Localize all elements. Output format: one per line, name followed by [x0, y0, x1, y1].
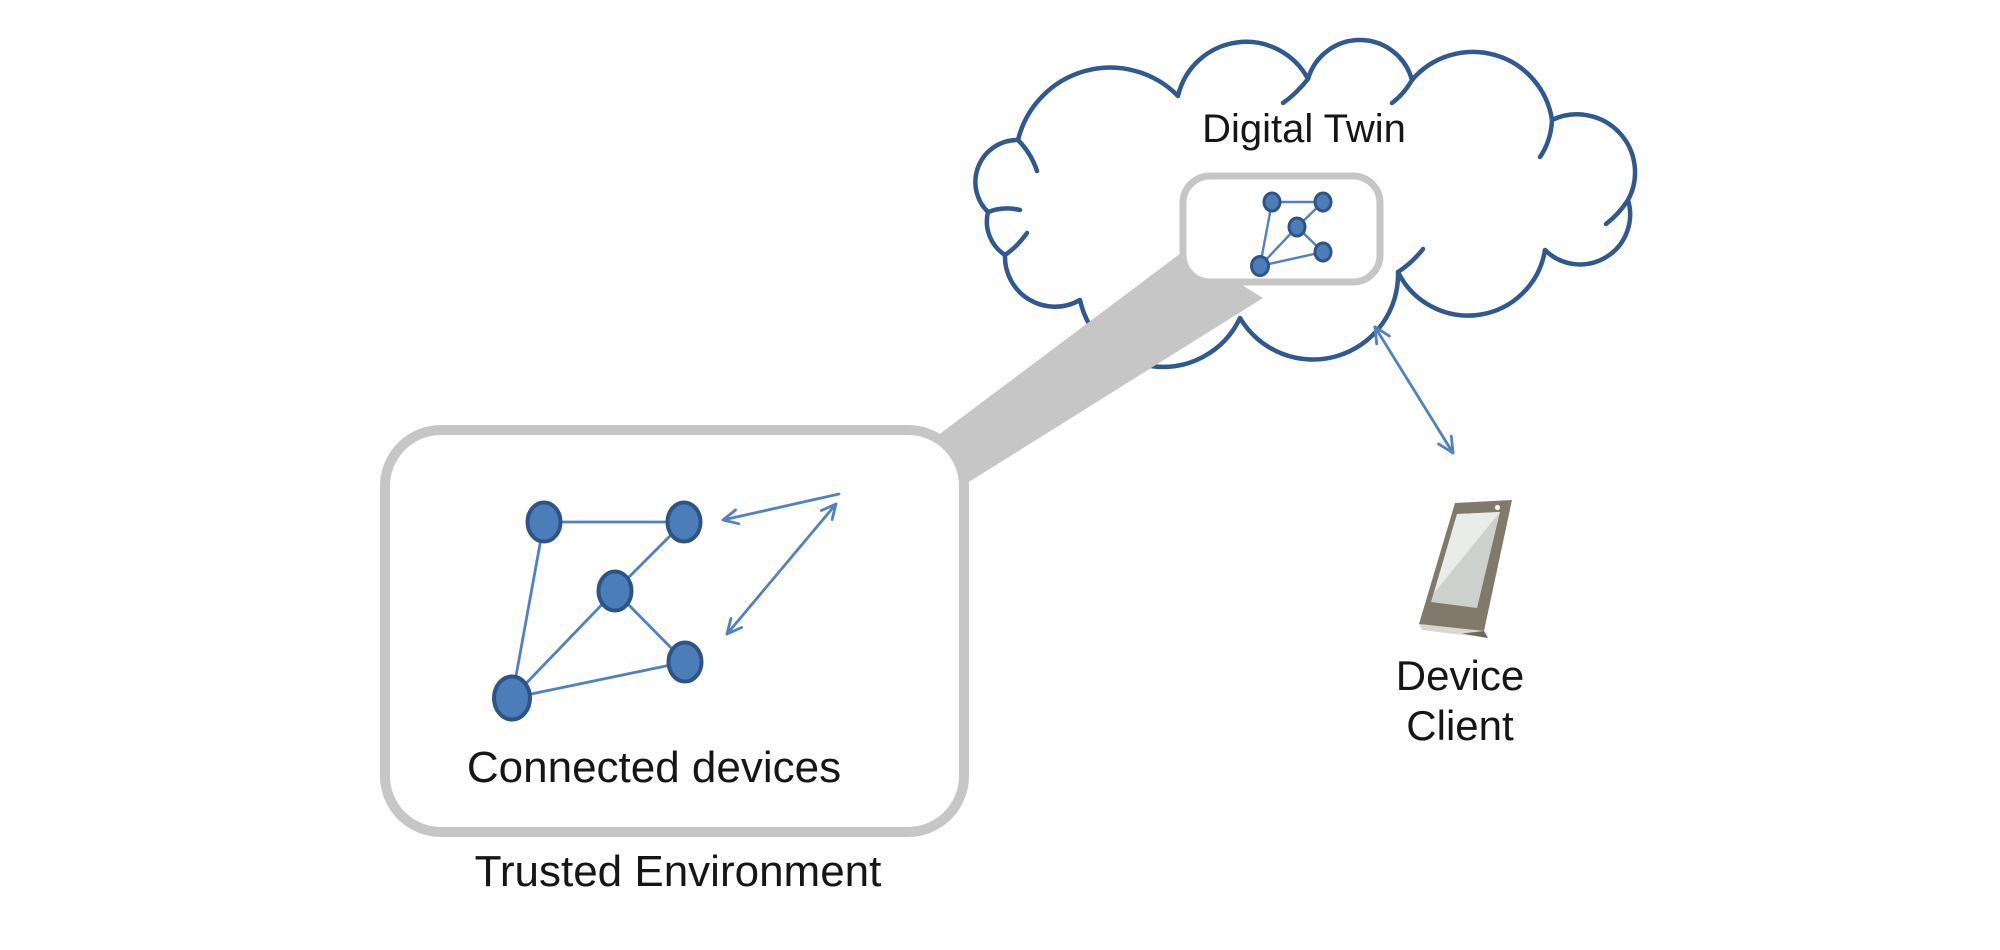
network-node [665, 500, 703, 544]
network-node [1287, 216, 1307, 238]
smartphone-icon [1419, 500, 1512, 638]
network-node [666, 640, 704, 684]
smartphone-screen-glare [1434, 512, 1500, 593]
network-node [525, 500, 563, 544]
connected-devices-label: Connected devices [467, 743, 841, 792]
network-nodes [492, 500, 704, 722]
network-node [596, 569, 634, 613]
double-headed-arrow-icon [721, 492, 841, 526]
network-node [1313, 191, 1333, 213]
digital-twin-mini-box [1179, 172, 1384, 286]
zoom-callout-beam [937, 250, 1263, 485]
network-node [492, 674, 532, 722]
double-headed-arrow-icon [725, 502, 838, 636]
network-sync-arrows [721, 492, 841, 636]
smartphone-edge-dark [1462, 631, 1488, 638]
network-node [1262, 191, 1282, 213]
network-graph-icon [492, 500, 704, 722]
mini-network-nodes [1250, 191, 1333, 277]
device-client-label-line2: Client [1406, 702, 1514, 749]
smartphone-screen [1431, 512, 1500, 608]
digital-twin-label: Digital Twin [1202, 107, 1406, 151]
smartphone-camera-dot [1494, 504, 1501, 511]
cloud-device-arrow-icon [1373, 325, 1455, 455]
network-node [1250, 255, 1270, 277]
trusted-environment-label: Trusted Environment [475, 847, 882, 896]
mini-network-graph-icon [1250, 191, 1333, 277]
network-node [1313, 241, 1333, 263]
cloud-arc-tails [985, 76, 1631, 275]
device-client-label-line1: Device [1396, 652, 1524, 699]
